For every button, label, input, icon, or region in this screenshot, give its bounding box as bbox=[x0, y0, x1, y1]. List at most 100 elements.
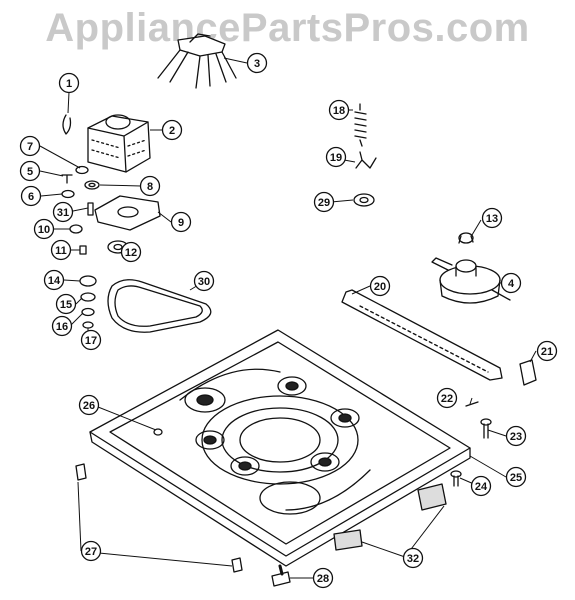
callout-label: 25 bbox=[510, 472, 522, 484]
part-11-pin bbox=[79, 245, 87, 255]
callout-11: 11 bbox=[50, 239, 72, 261]
callout-label: 24 bbox=[475, 481, 488, 493]
part-8-washer bbox=[84, 180, 100, 190]
callout-label: 21 bbox=[541, 346, 553, 358]
callout-30: 30 bbox=[193, 270, 215, 292]
callout-label: 16 bbox=[56, 321, 68, 333]
part-30-belt bbox=[107, 279, 212, 333]
callout-5: 5 bbox=[19, 160, 41, 182]
part-27-bracket-side bbox=[231, 557, 243, 573]
callout-10: 10 bbox=[33, 218, 55, 240]
callout-15: 15 bbox=[55, 293, 77, 315]
part-18-spring bbox=[354, 103, 367, 147]
callout-16: 16 bbox=[51, 315, 73, 337]
callout-label: 28 bbox=[317, 573, 329, 585]
part-6-washer bbox=[61, 189, 75, 199]
callout-18: 18 bbox=[328, 99, 350, 121]
callout-label: 10 bbox=[38, 224, 50, 236]
part-15-washer bbox=[80, 292, 96, 302]
callout-9: 9 bbox=[170, 211, 192, 233]
part-24-bolt bbox=[450, 470, 462, 487]
part-28-leg bbox=[271, 564, 291, 587]
part-10-nut bbox=[69, 224, 83, 234]
callout-label: 4 bbox=[508, 278, 515, 290]
callout-label: 30 bbox=[198, 276, 210, 288]
callout-label: 31 bbox=[57, 207, 69, 219]
callout-label: 3 bbox=[254, 58, 260, 70]
part-14-washer bbox=[79, 275, 97, 287]
callout-label: 20 bbox=[374, 281, 386, 293]
callout-label: 8 bbox=[147, 181, 153, 193]
callout-label: 17 bbox=[85, 335, 97, 347]
callout-29: 29 bbox=[313, 191, 335, 213]
callout-31: 31 bbox=[52, 201, 74, 223]
callout-28: 28 bbox=[312, 567, 334, 589]
callout-13: 13 bbox=[481, 207, 503, 229]
callout-label: 5 bbox=[27, 166, 33, 178]
part-2-motor bbox=[87, 114, 151, 173]
callout-23: 23 bbox=[505, 425, 527, 447]
callout-27: 27 bbox=[80, 540, 102, 562]
callout-32: 32 bbox=[402, 547, 424, 569]
part-13-clamp bbox=[458, 232, 474, 244]
part-27-bracket-front bbox=[75, 463, 87, 481]
callout-label: 11 bbox=[55, 245, 67, 257]
callout-label: 14 bbox=[48, 275, 61, 287]
callout-label: 29 bbox=[318, 197, 330, 209]
callout-label: 12 bbox=[125, 247, 137, 259]
callout-label: 6 bbox=[28, 191, 34, 203]
callout-label: 23 bbox=[510, 431, 522, 443]
part-21-bracket bbox=[519, 359, 537, 386]
part-22-pin bbox=[465, 401, 479, 407]
callout-label: 27 bbox=[85, 546, 97, 558]
callout-24: 24 bbox=[470, 475, 492, 497]
callout-label: 32 bbox=[407, 553, 419, 565]
part-17-washer bbox=[82, 321, 94, 329]
callout-6: 6 bbox=[20, 185, 42, 207]
callout-label: 26 bbox=[83, 400, 95, 412]
callout-12: 12 bbox=[120, 241, 142, 263]
part-4-pump bbox=[431, 257, 511, 304]
part-25-base bbox=[89, 329, 471, 567]
part-7-washer bbox=[75, 165, 89, 175]
callout-label: 9 bbox=[178, 217, 184, 229]
callout-2: 2 bbox=[161, 119, 183, 141]
callout-4: 4 bbox=[500, 272, 522, 294]
part-20-strap bbox=[341, 289, 503, 381]
callout-label: 15 bbox=[60, 299, 72, 311]
callout-label: 19 bbox=[330, 152, 342, 164]
part-5-screw bbox=[61, 174, 73, 184]
callout-20: 20 bbox=[369, 275, 391, 297]
callout-label: 22 bbox=[441, 393, 453, 405]
callout-7: 7 bbox=[19, 135, 41, 157]
callout-14: 14 bbox=[43, 269, 65, 291]
callout-22: 22 bbox=[436, 387, 458, 409]
part-16-washer bbox=[81, 307, 95, 317]
part-32-pad-a bbox=[417, 483, 447, 511]
callout-3: 3 bbox=[246, 52, 268, 74]
part-3-drive-block bbox=[157, 33, 237, 89]
part-26-nut bbox=[153, 428, 163, 436]
callout-19: 19 bbox=[325, 146, 347, 168]
part-19-clip bbox=[355, 151, 377, 169]
part-23-bolt bbox=[480, 418, 492, 439]
callout-label: 7 bbox=[27, 141, 33, 153]
callout-label: 1 bbox=[66, 78, 72, 90]
callout-label: 2 bbox=[169, 125, 175, 137]
callout-label: 13 bbox=[486, 213, 498, 225]
part-1-clip bbox=[62, 114, 72, 135]
part-29-washer bbox=[353, 193, 375, 207]
callout-21: 21 bbox=[536, 340, 558, 362]
site-watermark: AppliancePartsPros.com bbox=[45, 6, 530, 50]
callout-1: 1 bbox=[58, 72, 80, 94]
callout-25: 25 bbox=[505, 466, 527, 488]
part-32-pad-b bbox=[333, 529, 363, 551]
callout-17: 17 bbox=[80, 329, 102, 351]
part-9-plate bbox=[94, 195, 161, 231]
callout-8: 8 bbox=[139, 175, 161, 197]
callout-label: 18 bbox=[333, 105, 345, 117]
callout-26: 26 bbox=[78, 394, 100, 416]
